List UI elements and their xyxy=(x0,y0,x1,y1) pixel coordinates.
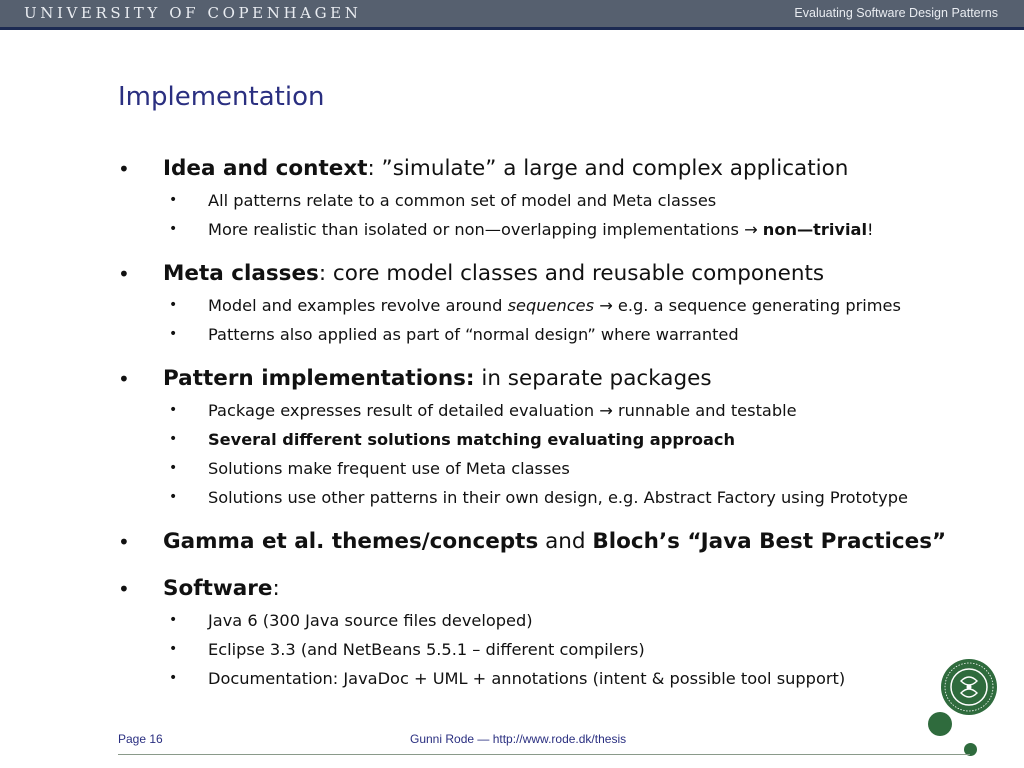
bullet-dot: • xyxy=(169,670,178,686)
bullet-head-text: and xyxy=(538,529,593,554)
sub-bullet: • Several different solutions matching ev… xyxy=(118,425,998,454)
bullet-software: • Software: xyxy=(118,572,998,606)
bullet-dot: • xyxy=(169,489,178,505)
sub-bullet-italic: sequences xyxy=(507,296,595,315)
bullet-idea-and-context: • Idea and context: ”simulate” a large an… xyxy=(118,152,998,186)
university-name: UNIVERSITY OF COPENHAGEN xyxy=(24,4,362,22)
sub-bullet-text: Solutions make frequent use of Meta clas… xyxy=(208,459,570,478)
header-divider xyxy=(0,27,1024,30)
sub-bullet: • Documentation: JavaDoc + UML + annotati… xyxy=(118,664,998,693)
university-seal-icon xyxy=(941,659,997,715)
bullet-dot: • xyxy=(169,402,178,418)
sub-bullet-text: Documentation: JavaDoc + UML + annotatio… xyxy=(208,669,846,688)
slide-body: • Idea and context: ”simulate” a large an… xyxy=(118,152,998,693)
sub-bullet: • Solutions make frequent use of Meta cla… xyxy=(118,454,998,483)
header-bar: UNIVERSITY OF COPENHAGEN Evaluating Soft… xyxy=(0,0,1024,27)
bullet-head-bold: Idea and context xyxy=(163,156,368,181)
deck-title: Evaluating Software Design Patterns xyxy=(794,6,998,20)
sub-bullet-text: Patterns also applied as part of “normal… xyxy=(208,325,739,344)
sub-bullet-text: → e.g. a sequence generating primes xyxy=(594,296,901,315)
bullet-dot: • xyxy=(169,326,178,342)
bullet-head-text: : xyxy=(272,576,280,601)
sub-bullet-text: More realistic than isolated or non—over… xyxy=(208,220,763,239)
bullet-meta-classes: • Meta classes: core model classes and re… xyxy=(118,257,998,291)
bullet-dot: • xyxy=(169,460,178,476)
page-number: Page 16 xyxy=(118,732,163,746)
sub-bullet: • Patterns also applied as part of “norma… xyxy=(118,320,998,349)
decorative-dot-small xyxy=(964,743,977,756)
bullet-dot: • xyxy=(118,367,130,391)
bullet-head-bold: Gamma et al. themes/concepts xyxy=(163,529,539,554)
bullet-dot: • xyxy=(118,530,130,554)
sub-bullet-text: Solutions use other patterns in their ow… xyxy=(208,488,908,507)
sub-bullet: • Solutions use other patterns in their o… xyxy=(118,483,998,512)
bullet-head-text: : ”simulate” a large and complex applica… xyxy=(367,156,849,181)
bullet-dot: • xyxy=(118,262,130,286)
sub-bullet-text: ! xyxy=(867,220,874,239)
footer-author: Gunni Rode — http://www.rode.dk/thesis xyxy=(410,732,627,746)
sub-bullet: • More realistic than isolated or non—ove… xyxy=(118,215,998,244)
sub-bullet-text: Package expresses result of detailed eva… xyxy=(208,401,797,420)
bullet-dot: • xyxy=(169,612,178,628)
sub-bullet-bold: Several different solutions matching eva… xyxy=(208,430,736,449)
sub-bullet: • Model and examples revolve around seque… xyxy=(118,291,998,320)
slide-title: Implementation xyxy=(118,82,325,112)
sub-bullet: • Java 6 (300 Java source files developed… xyxy=(118,606,998,635)
sub-bullet: • Eclipse 3.3 (and NetBeans 5.5.1 – diffe… xyxy=(118,635,998,664)
sub-bullet-text: All patterns relate to a common set of m… xyxy=(208,191,717,210)
bullet-head-bold: Bloch’s “Java Best Practices” xyxy=(592,529,947,554)
decorative-dot-large xyxy=(928,712,952,736)
bullet-gamma-bloch: • Gamma et al. themes/concepts and Bloch’… xyxy=(118,525,998,559)
bullet-head-bold: Software xyxy=(163,576,273,601)
bullet-head-text: : core model classes and reusable compon… xyxy=(318,261,825,286)
sub-bullet-bold: non—trivial xyxy=(762,220,867,239)
bullet-head-bold: Meta classes xyxy=(163,261,319,286)
bullet-dot: • xyxy=(169,641,178,657)
bullet-dot: • xyxy=(118,157,130,181)
bullet-head-text: in separate packages xyxy=(474,366,712,391)
bullet-pattern-implementations: • Pattern implementations: in separate pa… xyxy=(118,362,998,396)
sub-bullet-text: Eclipse 3.3 (and NetBeans 5.5.1 – differ… xyxy=(208,640,645,659)
sub-bullet: • All patterns relate to a common set of … xyxy=(118,186,998,215)
bullet-dot: • xyxy=(169,297,178,313)
sub-bullet-text: Model and examples revolve around xyxy=(208,296,508,315)
bullet-dot: • xyxy=(169,431,178,447)
bullet-dot: • xyxy=(118,577,130,601)
bullet-head-bold: Pattern implementations: xyxy=(163,366,475,391)
sub-bullet: • Package expresses result of detailed ev… xyxy=(118,396,998,425)
bullet-dot: • xyxy=(169,192,178,208)
footer-divider xyxy=(118,754,970,755)
sub-bullet-text: Java 6 (300 Java source files developed) xyxy=(208,611,533,630)
bullet-dot: • xyxy=(169,221,178,237)
